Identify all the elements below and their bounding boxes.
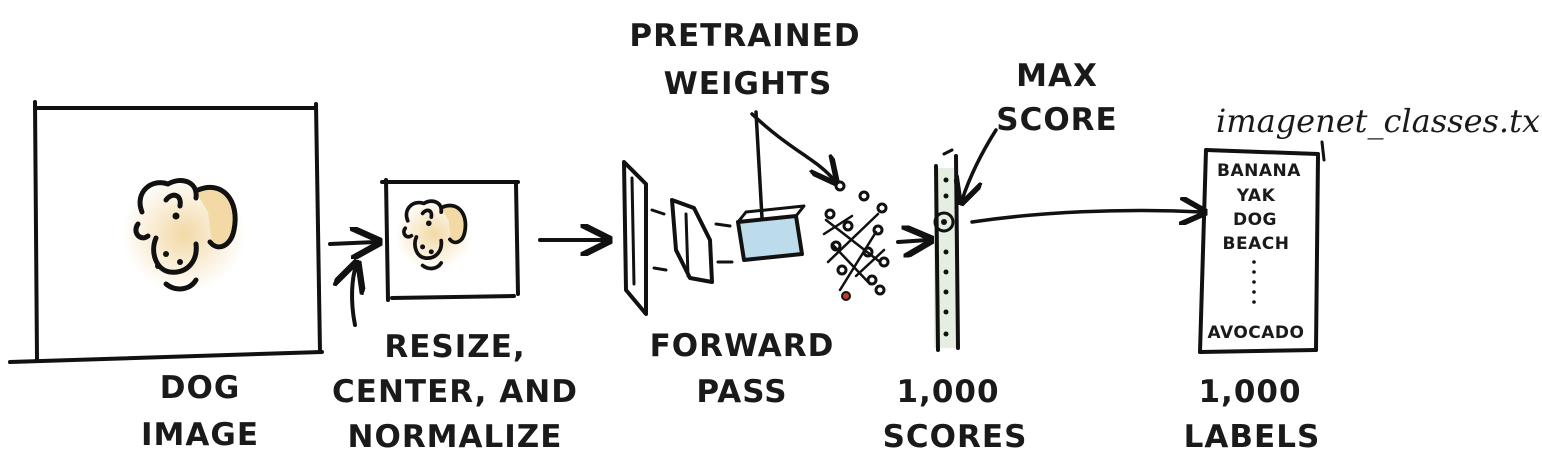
class-item-last: AVOCADO	[1207, 323, 1304, 343]
dog-icon-small	[395, 198, 473, 271]
labels-label-2: LABELS	[1184, 419, 1321, 455]
max-label-2: SCORE	[996, 102, 1117, 138]
weights-label-1: PRETRAINED	[629, 18, 860, 54]
class-item-2: YAK	[1236, 186, 1276, 206]
preprocess-label-1: RESIZE,	[384, 329, 525, 365]
arrow-preprocess-up	[352, 266, 356, 327]
preprocess-label-3: NORMALIZE	[348, 419, 563, 455]
dog-image-frame	[8, 100, 324, 364]
scores-label-2: SCORES	[883, 419, 1028, 455]
file-pointer-line	[1320, 140, 1326, 162]
weights-label-2: WEIGHTS	[664, 66, 833, 102]
classes-file-name: imagenet_classes.txt	[1216, 102, 1542, 140]
arrow-to-scores	[896, 240, 928, 242]
arrow-to-preprocess	[328, 242, 376, 244]
network-layers	[622, 110, 890, 316]
max-label-1: MAX	[1016, 58, 1098, 94]
dog-icon-large	[122, 176, 246, 292]
label-list-box	[1198, 148, 1320, 354]
scores-bar	[933, 148, 960, 352]
arrow-max-score	[962, 128, 998, 200]
class-item-3: DOG	[1233, 210, 1277, 230]
forward-label-1: FORWARD	[650, 328, 835, 364]
forward-label-2: PASS	[696, 374, 787, 410]
preprocessed-image-frame	[380, 178, 520, 302]
ellipsis-dots	[1252, 260, 1256, 304]
labels-label-1: 1,000	[1198, 374, 1301, 410]
dog-image-label-2: IMAGE	[141, 417, 259, 453]
class-item-1: BANANA	[1217, 161, 1301, 181]
class-item-4: BEACH	[1223, 234, 1290, 254]
dense-layer-nodes	[822, 180, 890, 301]
dog-image-label-1: DOG	[160, 370, 241, 406]
scores-label-1: 1,000	[896, 374, 999, 410]
preprocess-label-2: CENTER, AND	[332, 374, 578, 410]
arrow-to-labels	[970, 210, 1202, 222]
